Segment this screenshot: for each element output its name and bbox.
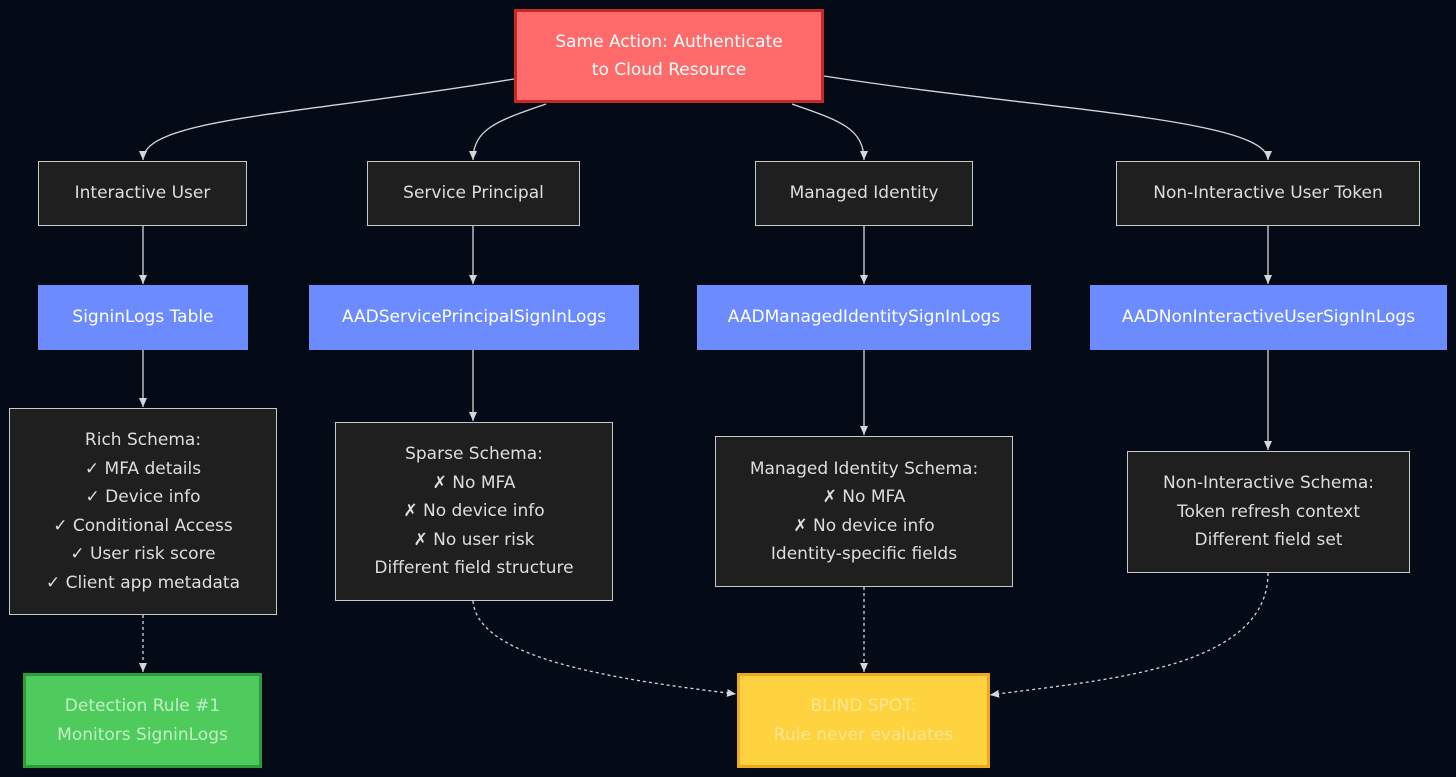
- schema-line: Token refresh context: [1176, 501, 1360, 522]
- edge-root-to-service-principal: [469, 103, 547, 161]
- blind-spot-line-2: Rule never evaluates: [773, 724, 954, 745]
- table-label: AADNonInteractiveUserSignInLogs: [1121, 307, 1416, 328]
- root-line-1: Same Action: Authenticate: [555, 31, 783, 52]
- schema-line: ✓ Conditional Access: [53, 515, 233, 536]
- blind-spot-node: BLIND SPOT: Rule never evaluates: [737, 673, 990, 768]
- identity-node-managed-identity: Managed Identity: [755, 161, 973, 226]
- edge-root-to-interactive-user: [139, 78, 515, 161]
- identity-node-non-interactive-token: Non-Interactive User Token: [1116, 161, 1420, 226]
- schema-line: ✗ No device info: [793, 515, 935, 536]
- schema-line: Managed Identity Schema:: [749, 458, 979, 479]
- table-label: AADServicePrincipalSignInLogs: [341, 307, 607, 328]
- edge-ni-schema-to-blind-spot: [989, 572, 1269, 698]
- root-node: Same Action: Authenticate to Cloud Resou…: [514, 9, 824, 103]
- identity-label: Interactive User: [74, 183, 211, 204]
- schema-line: ✗ No device info: [403, 501, 545, 522]
- table-node-service-principal-signin-logs: AADServicePrincipalSignInLogs: [309, 285, 639, 350]
- schema-line: ✓ MFA details: [84, 458, 202, 479]
- identity-node-interactive-user: Interactive User: [38, 161, 247, 226]
- schema-line: ✗ No user risk: [413, 529, 535, 550]
- table-label: SigninLogs Table: [72, 307, 214, 328]
- table-node-non-interactive-user-signin-logs: AADNonInteractiveUserSignInLogs: [1090, 285, 1447, 350]
- schema-line: ✓ Client app metadata: [45, 572, 241, 593]
- schema-node-managed-identity: Managed Identity Schema: ✗ No MFA ✗ No d…: [715, 436, 1013, 587]
- identity-label: Managed Identity: [789, 183, 939, 204]
- table-label: AADManagedIdentitySignInLogs: [727, 307, 1001, 328]
- schema-line: Rich Schema:: [84, 430, 202, 450]
- schema-line: Identity-specific fields: [770, 544, 958, 564]
- schema-line: Different field set: [1194, 530, 1343, 551]
- schema-node-rich: Rich Schema: ✓ MFA details ✓ Device info…: [9, 408, 277, 615]
- schema-line: ✗ No MFA: [432, 472, 516, 493]
- detection-rule-node: Detection Rule #1 Monitors SigninLogs: [23, 673, 262, 768]
- identity-node-service-principal: Service Principal: [367, 161, 580, 226]
- root-line-2: to Cloud Resource: [591, 60, 747, 80]
- edge-root-to-managed-identity: [791, 103, 868, 161]
- identity-label: Service Principal: [403, 183, 544, 204]
- schema-line: ✗ No MFA: [822, 487, 906, 507]
- edge-root-to-non-interactive-token: [823, 75, 1272, 161]
- schema-line: Non-Interactive Schema:: [1162, 473, 1375, 494]
- schema-line: ✓ User risk score: [70, 544, 216, 564]
- schema-line: Sparse Schema:: [405, 444, 543, 465]
- edge-sparse-schema-to-blind-spot: [472, 600, 737, 697]
- blind-spot-line-1: BLIND SPOT:: [810, 696, 917, 716]
- schema-line: Different field structure: [374, 558, 574, 579]
- schema-node-sparse: Sparse Schema: ✗ No MFA ✗ No device info…: [335, 422, 613, 601]
- table-node-managed-identity-signin-logs: AADManagedIdentitySignInLogs: [697, 285, 1031, 350]
- detection-rule-line-2: Monitors SigninLogs: [57, 724, 228, 745]
- schema-line: ✓ Device info: [85, 487, 201, 507]
- detection-rule-line-1: Detection Rule #1: [64, 696, 221, 716]
- identity-label: Non-Interactive User Token: [1153, 183, 1383, 204]
- schema-node-non-interactive: Non-Interactive Schema: Token refresh co…: [1127, 451, 1410, 573]
- table-node-signinlogs: SigninLogs Table: [38, 285, 248, 350]
